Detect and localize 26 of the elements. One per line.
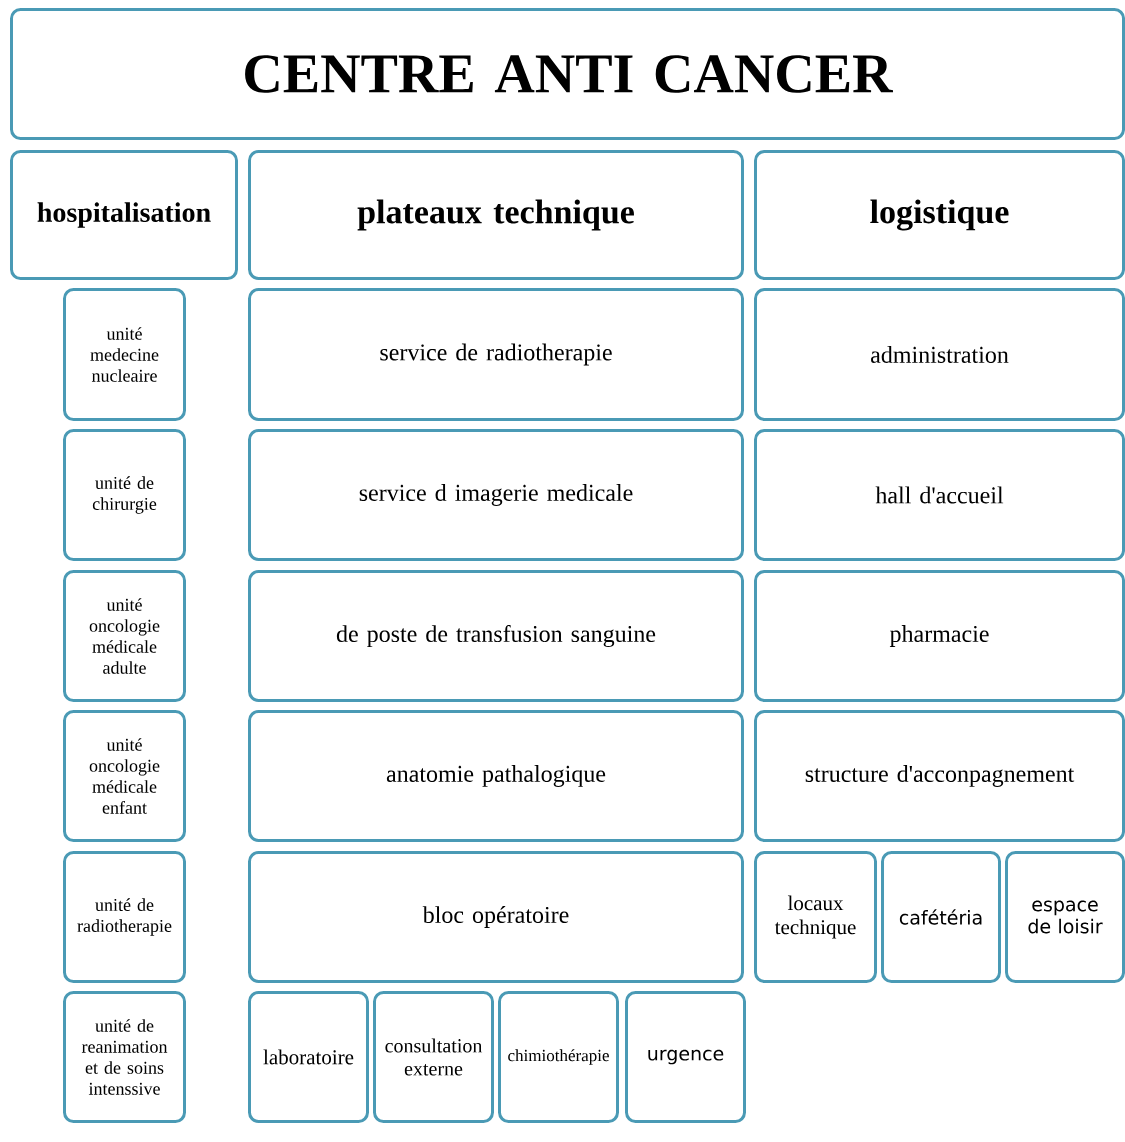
service-box: de poste de transfusion sanguine: [248, 570, 744, 702]
service-box: hall d'accueil: [754, 429, 1125, 561]
unit-box: unité medecine nucleaire: [63, 288, 186, 421]
unit-box: unité de radiotherapie: [63, 851, 186, 983]
title-box: CENTRE ANTI CANCER: [10, 8, 1125, 140]
unit-box: unité oncologie médicale enfant: [63, 710, 186, 842]
service-box: chimiothérapie: [498, 991, 619, 1123]
service-box: service de radiotherapie: [248, 288, 744, 421]
service-box: consultation externe: [373, 991, 494, 1123]
service-box: administration: [754, 288, 1125, 421]
header-box: hospitalisation: [10, 150, 238, 280]
service-box: service d imagerie medicale: [248, 429, 744, 561]
unit-box: unité oncologie médicale adulte: [63, 570, 186, 702]
service-box: pharmacie: [754, 570, 1125, 702]
service-box: anatomie pathalogique: [248, 710, 744, 842]
service-box: laboratoire: [248, 991, 369, 1123]
header-box: plateaux technique: [248, 150, 744, 280]
service-box: locaux technique: [754, 851, 877, 983]
service-box: espace de loisir: [1005, 851, 1125, 983]
header-box: logistique: [754, 150, 1125, 280]
unit-box: unité de reanimation et de soins intenssive: [63, 991, 186, 1123]
service-box: bloc opératoire: [248, 851, 744, 983]
service-box: cafétéria: [881, 851, 1001, 983]
service-box: urgence: [625, 991, 746, 1123]
service-box: structure d'acconpagnement: [754, 710, 1125, 842]
unit-box: unité de chirurgie: [63, 429, 186, 561]
